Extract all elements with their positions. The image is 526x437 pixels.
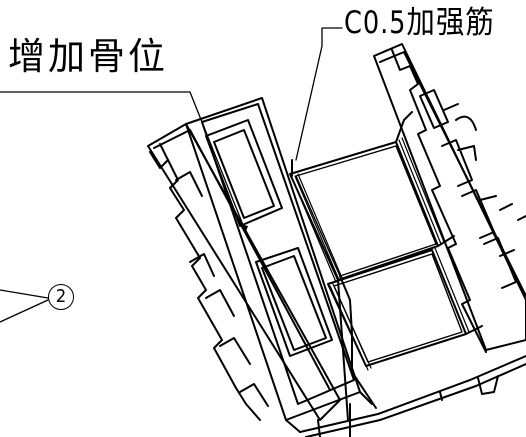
c05-leader xyxy=(295,27,343,161)
inner-flange-frame xyxy=(337,111,483,421)
part2-leader-a xyxy=(0,289,49,299)
winding-core xyxy=(289,137,470,371)
left-flange xyxy=(185,97,373,433)
right-flange xyxy=(373,43,526,353)
base-strip xyxy=(299,355,526,437)
add-rib-label: 增加骨位 xyxy=(8,35,168,78)
part2-leader-b xyxy=(0,299,49,323)
part-number-balloon: 2 xyxy=(48,284,74,310)
rib-leader xyxy=(0,91,246,231)
chamfer-rib-label: C0.5加强筋 xyxy=(344,5,495,41)
rib-hatching xyxy=(291,137,470,371)
